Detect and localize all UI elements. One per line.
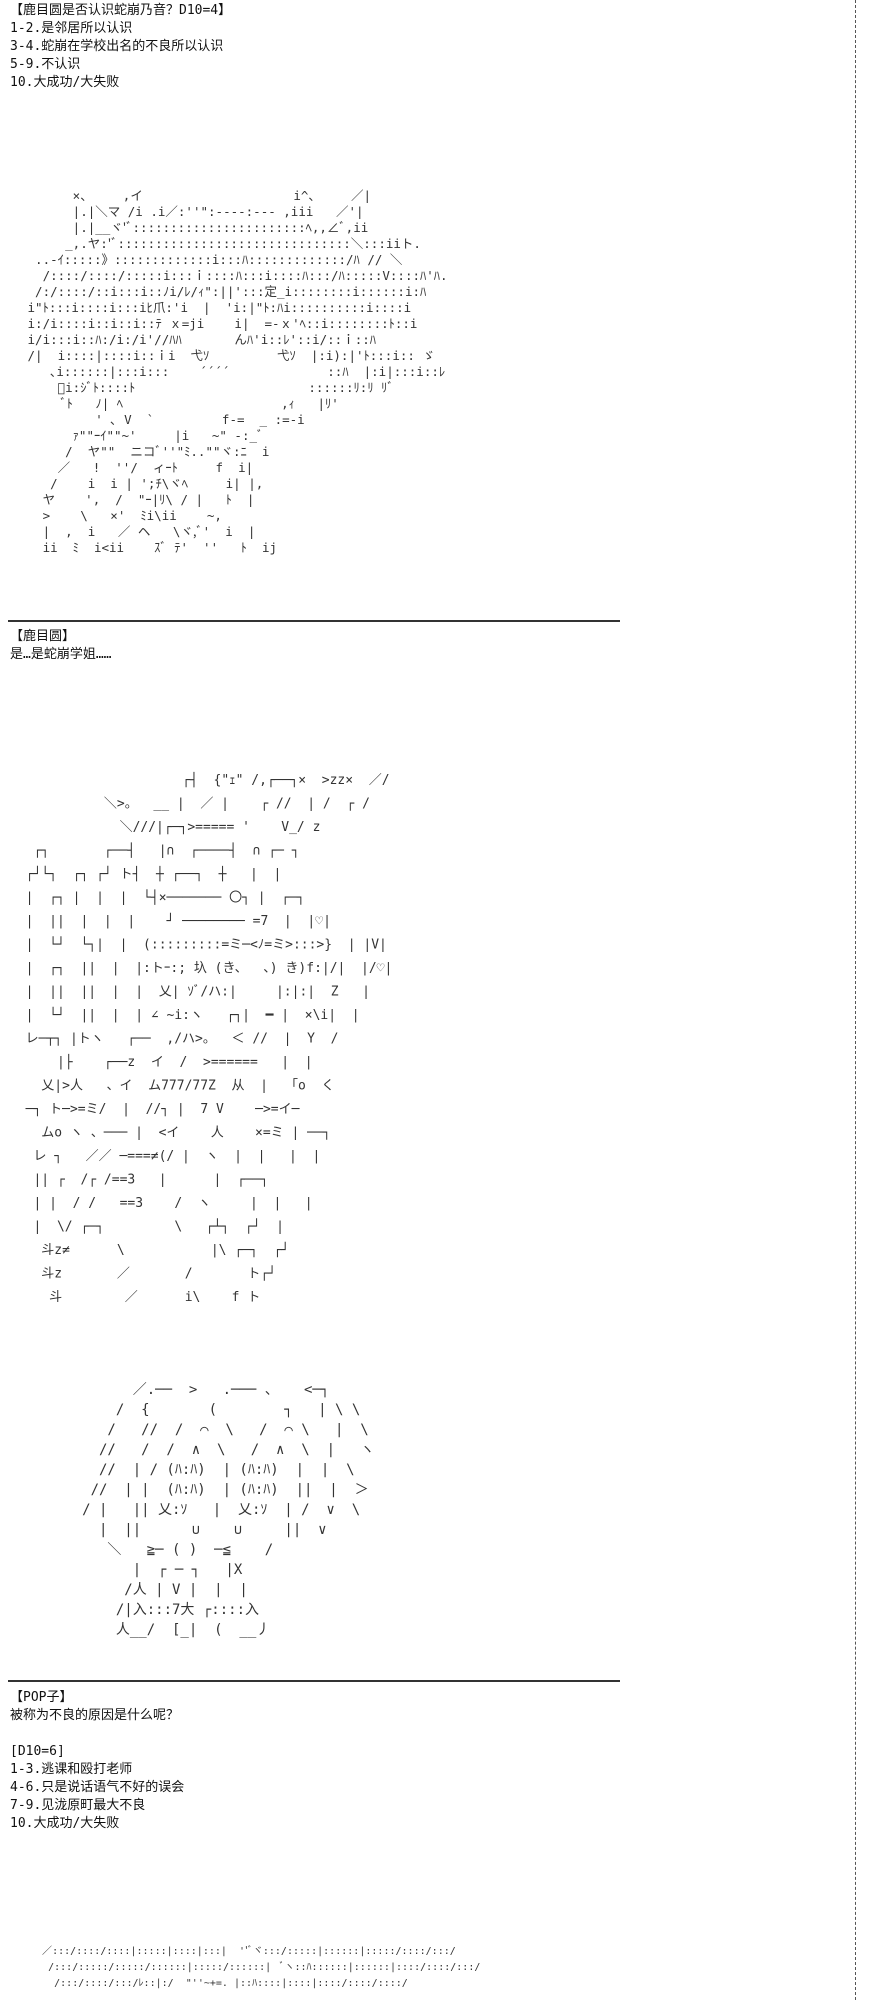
ascii-art-popuko: ／.── > .─── 、 <─┐ / { ( ┐ | \ \ / // / ⌒… xyxy=(40,1380,440,1660)
ascii-art-line: ┌┐ ┌──┤ |∩ ┌────┤ ∩ ┌─ ┐ xyxy=(10,842,300,859)
ascii-art-line: / // / ⌒ \ / ⌒ \ | \ xyxy=(40,1422,369,1438)
ascii-art-line: > \ ×' ﾐi\ii ~, xyxy=(20,508,222,523)
dice-question-block: 【鹿目圆是否认识蛇崩乃音？D10=4】 1-2.是邻居所以认识 3-4.蛇崩在学… xyxy=(10,3,232,90)
ascii-art-line: i"ﾄ:::i::::i:::iﾋ爪:'i | 'i:|"ﾄ:ﾊi:::::::… xyxy=(20,300,411,315)
svg-text:×、 ,イ i^: ×、 ,イ i^、 ／| |.|＼マ /i .i／:''":-‐--:--‐ ,… xyxy=(20,188,448,555)
ascii-art-line: | ┌┐ | | | └┤×─────── 〇┐ | ┌─┐ xyxy=(10,889,305,906)
ascii-art-bottom: ／:::/::::/::::|:::::|::::|:::| ''ﾞヾ:::/:… xyxy=(30,1940,490,2000)
ascii-art-line: ﾞﾄ ﾉ| ﾍ ,ｨ |ﾘ' xyxy=(20,396,339,411)
ascii-art-line: i:/i::::i::i::i::ﾃ ｘ=ji i| =-ｘ'ﾍ::i:::::… xyxy=(20,316,417,331)
ascii-art-line: ＼///|┌─┐>===== ' V_/ z xyxy=(10,820,336,835)
ascii-art-line: ─┐ ト─>=ミ/ | //┐ | 7 V ─>=イ─ xyxy=(10,1102,300,1117)
ascii-art-line: ＼>。 __ | ／ | ┌ // | / ┌ / xyxy=(10,797,370,812)
ascii-art-line: ／ ! ''/ ィｰﾄ f i| xyxy=(20,460,253,475)
ascii-art-madoka: ×、 ,イ i^、 ／| |.|＼マ /i .i／:''":-‐--:--‐ ,… xyxy=(20,188,450,608)
ascii-art-line: 斗z ／ / ト┌┘ xyxy=(10,1265,276,1282)
ascii-art-line: 乂|>人 、イ ム777/77Z 从 | ｢o く xyxy=(10,1079,334,1094)
popuko-dice-block: 【POP子】 被称为不良的原因是什么呢？ [D10=6] 1-3.逃课和殴打老师… xyxy=(10,1690,185,1831)
ascii-art-line: /| i::::|::::i::ｉi 弋ｿ 弋ｿ |:i):|'ﾄ:::i:: … xyxy=(20,348,435,363)
ascii-art-line: レ─┬┐ |トヽ ┌── ,/ハ>。 ＜ // | Y / xyxy=(10,1032,338,1047)
page-edge-dashed-line xyxy=(855,0,856,2000)
ascii-art-line: /::::/::::/:::::i:::ｉ::::ﾊ:::i::::ﾊ:::/ﾊ… xyxy=(20,268,448,283)
ascii-art-line: /:::/:::::/:::::/::::::|:::::/::::::| ﾞヽ… xyxy=(30,1961,480,1973)
ascii-art-line: 人__/ [_| ( __丿 xyxy=(40,1622,270,1638)
ascii-art-line: | || ∪ ∪ || ∨ xyxy=(40,1522,327,1538)
ascii-art-line: | ┌┐ || | |:トｰ:; 圦 (き、 、) き)f:|/| |/♡| xyxy=(10,961,392,976)
svg-text:┌┤ {"ｪ" /,┌──┐× >zz× ／/: ┌┤ {"ｪ" /,┌──┐× >zz× ／/ ＼>。 __ | ／ | ┌ /… xyxy=(10,771,392,1305)
ascii-art-line: | └┘ || | | ∠ ~i:ヽ ┌┐| ━ | ×\i| | xyxy=(10,1006,360,1023)
ascii-art-line: _,.ヤ:'ﾞ:::::::::::::::::::::::::::::::＼:… xyxy=(20,236,421,251)
ascii-art-line: ヤ ', / "ｰ|ﾘ\ / | ﾄ | xyxy=(20,492,254,507)
ascii-art-line: | , i ／ ヘ \ヾ,ﾞ' i | xyxy=(20,524,255,539)
divider-2 xyxy=(8,1680,620,1682)
ascii-art-line: 斗z≠ \ |\ ┌─┐ ┌┘ xyxy=(10,1241,289,1258)
ascii-art-line: /|入:::7大 ┌::::入 xyxy=(40,1602,259,1618)
ascii-art-line: ' ､ V ` f-= _ :=‐i xyxy=(20,412,305,427)
ascii-art-popuko-svg: ／.── > .─── 、 <─┐ / { ( ┐ | \ \ / // / ⌒… xyxy=(40,1382,374,1638)
ascii-art-line: ┌┤ {"ｪ" /,┌──┐× >zz× ／/ xyxy=(10,771,390,788)
ascii-art-madoka-svg: ×、 ,イ i^、 ／| |.|＼マ /i .i／:''":-‐--:--‐ ,… xyxy=(20,188,448,555)
ascii-art-line: ×、 ,イ i^、 ／| xyxy=(20,188,371,203)
ascii-art-line: ｧ""ｰｲ""~' |i ~" ‐:_ﾞ xyxy=(20,428,263,443)
ascii-art-line: ii ﾐ i<ii ｽﾞ ﾃ' '' ﾄ ij xyxy=(20,540,277,555)
ascii-art-line: |.|__ヾ'ﾞ:::::::::::::::::::::::ﾍ,,∠ﾞ,ii xyxy=(20,220,368,235)
ascii-art-line: 斗 ／ i\ f ト xyxy=(10,1290,260,1305)
ascii-art-line: / { ( ┐ | \ \ xyxy=(40,1402,360,1418)
ascii-art-line: // / / ∧ \ / ∧ \ | ヽ xyxy=(40,1442,374,1458)
ascii-art-line: || ┌ /┌ /==3 | | ┌──┐ xyxy=(10,1173,268,1188)
madoka-dialogue: 【鹿目圆】 是…是蛇崩学姐…… xyxy=(10,629,112,662)
ascii-art-line: /人 | V | | | xyxy=(40,1582,248,1598)
ascii-art-line: i/i:::i::ﾊ:/i:/i'//ﾊﾊ んﾊ'i::ﾚ'::i/::ｉ::ﾊ xyxy=(20,332,376,347)
ascii-art-line: ＼ ≧─ ( ) ─≦ / xyxy=(40,1542,273,1558)
ascii-art-line: | | / / ==3 / ヽ | | | xyxy=(10,1196,313,1211)
ascii-art-line: ､i::::::|:::i::: ´´´´ ::ﾊ |:i|:::i::ﾚ xyxy=(20,364,445,379)
ascii-art-line: |├ ┌──z イ / >====== | | xyxy=(10,1053,313,1070)
ascii-art-line: ..-ｲ:::::》:::::::::::::i:::ﾊ::::::::::::… xyxy=(20,252,403,267)
ascii-art-line: | || || | | 乂| ｿﾞ/ハ:| |:|:| Z | xyxy=(10,985,386,1000)
ascii-art-line: ／:::/::::/::::|:::::|::::|:::| ''ﾞヾ:::/:… xyxy=(30,1945,456,1957)
ascii-art-line: | └┘ └┐| | (:::::::::=ミ─<ﾉ=ミ>:::>} | |V| xyxy=(10,936,387,953)
ascii-art-line: ┌┘└┐ ┌┐ ┌┘ ト┤ ┼ ┌──┐ ┼ | | xyxy=(10,865,281,882)
ascii-art-line: // | | (ﾊ:ﾊ) | (ﾊ:ﾊ) || | ＞ xyxy=(40,1482,369,1498)
divider-1 xyxy=(8,620,620,622)
ascii-art-line: ムo ヽ 、─── | <イ 人 ×=ミ | ──┐ xyxy=(10,1126,331,1141)
ascii-art-line: | || | | | ┘ ──────── =7 | |♡| xyxy=(10,912,331,929)
ascii-art-line: / i i | ';ﾁ\ヾﾍ i| |, xyxy=(20,476,263,491)
ascii-art-jyabara: ┌┤ {"ｪ" /,┌──┐× >zz× ／/ ＼>。 __ | ／ | ┌ /… xyxy=(10,770,540,1320)
svg-text:／.── > .─── 、 <─┐: ／.── > .─── 、 <─┐ / { ( ┐ | \ \ / // / ⌒… xyxy=(40,1382,374,1638)
ascii-art-jyabara-svg: ┌┤ {"ｪ" /,┌──┐× >zz× ／/ ＼>。 __ | ／ | ┌ /… xyxy=(10,771,392,1305)
ascii-art-line: |.|＼マ /i .i／:''":-‐--:--‐ ,iii ／'| xyxy=(20,204,364,219)
ascii-art-line: ﾞi:ｼﾞﾄ::::ﾄ ::::::ﾘ:ﾘ ﾘﾞ xyxy=(20,380,394,395)
svg-text:／:::/::::/::::|:::::|::::|:::|: ／:::/::::/::::|:::::|::::|:::| ''ﾞヾ:::/:… xyxy=(30,1945,480,1989)
ascii-art-line: /:::/::::/:::/ﾚ::|:/ "''~+=. |::ﾊ::::|::… xyxy=(30,1978,408,1989)
ascii-art-line: | \/ ┌─┐ \ ┌┴┐ ┌┘ | xyxy=(10,1218,284,1235)
ascii-art-line: ／.── > .─── 、 <─┐ xyxy=(40,1382,329,1398)
ascii-art-line: / ヤ"" ニコﾞ''"ﾐ..""ヾ:ﾆ i xyxy=(20,444,269,459)
ascii-art-line: | ┌ ─ ┐ |X xyxy=(40,1562,243,1578)
ascii-art-bottom-svg: ／:::/::::/::::|:::::|::::|:::| ''ﾞヾ:::/:… xyxy=(30,1945,480,1989)
ascii-art-line: /:/::::/::i:::i::ﾉi/ﾚ/ｨ":||':::定_i::::::… xyxy=(20,284,426,299)
ascii-art-line: レ ┐ ／／ ─===≠(/ | ヽ | | | | xyxy=(10,1149,320,1164)
ascii-art-line: // | / (ﾊ:ﾊ) | (ﾊ:ﾊ) | | \ xyxy=(40,1462,355,1478)
ascii-art-line: / | || 乂:ｿ | 乂:ｿ | / ∨ \ xyxy=(40,1502,360,1518)
